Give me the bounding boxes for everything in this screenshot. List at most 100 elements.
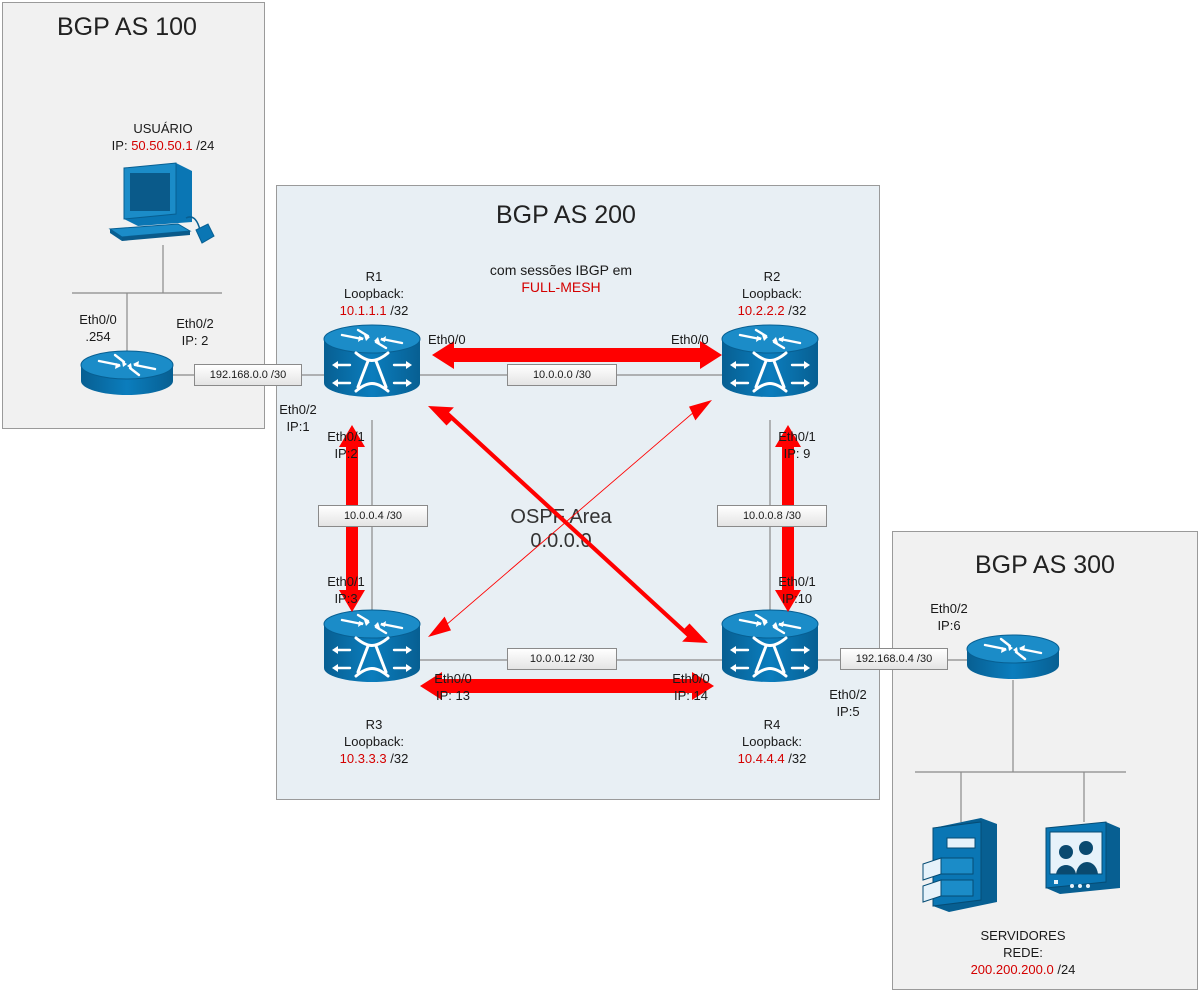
- r4-label: R4 Loopback: 10.4.4.4 /32: [738, 716, 807, 767]
- as100-eth0-0-label: Eth0/0: [79, 312, 117, 327]
- link-lines: [72, 245, 1126, 822]
- r1-loopback-label: Loopback:: [343, 286, 404, 301]
- r4-eth0-2-label: Eth0/2: [829, 687, 867, 702]
- network-192-168-0-4: 192.168.0.4 /30: [840, 648, 948, 670]
- r4-eth0-1-ip: IP:10: [781, 591, 813, 606]
- r2-mask: /32: [788, 303, 807, 318]
- r1-eth0-2-label: Eth0/2: [279, 402, 317, 417]
- r3-eth0-0-ip: IP: 13: [436, 688, 470, 703]
- r3-eth0-1-label: Eth0/1: [327, 574, 365, 589]
- as300-router-eth0-2: Eth0/2 IP:6: [930, 600, 968, 634]
- network-10-0-0-4: 10.0.0.4 /30: [318, 505, 428, 527]
- user-ip: 50.50.50.1: [131, 138, 193, 153]
- r4-eth0-1: Eth0/1 IP:10: [778, 573, 816, 607]
- as100-router-eth0-2: Eth0/2 IP: 2: [176, 315, 214, 349]
- r4-loopback-line: 10.4.4.4 /32: [738, 750, 807, 767]
- r1-loopback-line: 10.1.1.1 /32: [340, 302, 409, 319]
- r3-eth0-1: Eth0/1 IP:3: [327, 573, 365, 607]
- r4-eth0-1-label: Eth0/1: [778, 574, 816, 589]
- r1-eth0-1-label: Eth0/1: [327, 429, 365, 444]
- r1-name: R1: [365, 269, 383, 284]
- servers-label: SERVIDORES REDE: 200.200.200.0 /24: [971, 927, 1076, 978]
- ibgp-session-arrow-r1-r4: [428, 406, 708, 643]
- as100-title: BGP AS 100: [57, 13, 197, 41]
- servers-ip-line: 200.200.200.0 /24: [971, 961, 1076, 978]
- as100-eth0-2-label: Eth0/2: [176, 316, 214, 331]
- r1-eth0-1: Eth0/1 IP:2: [327, 428, 365, 462]
- user-label: USUÁRIO IP: 50.50.50.1 /24: [112, 120, 215, 154]
- r2-eth0-1-ip: IP: 9: [783, 446, 811, 461]
- user-ip-line: IP: 50.50.50.1 /24: [112, 137, 215, 154]
- servers-mask: /24: [1057, 962, 1076, 977]
- r1-eth0-2: Eth0/2 IP:1: [279, 401, 317, 435]
- r3-loopback-label: Loopback:: [343, 734, 404, 749]
- as300-area: [892, 531, 1198, 990]
- ospf-area-label: OSPF Area 0.0.0.0: [510, 505, 611, 553]
- ibgp-note-line2: FULL-MESH: [521, 279, 601, 295]
- r1-eth0-2-ip: IP:1: [286, 419, 310, 434]
- user-name: USUÁRIO: [133, 121, 193, 136]
- ibgp-note: com sessões IBGP em FULL-MESH: [490, 262, 632, 296]
- r1-label: R1 Loopback: 10.1.1.1 /32: [340, 268, 409, 319]
- r4-eth0-0-ip: IP: 14: [674, 688, 708, 703]
- r4-mask: /32: [788, 751, 807, 766]
- r2-loopback-line: 10.2.2.2 /32: [738, 302, 807, 319]
- as300-title: BGP AS 300: [975, 551, 1115, 579]
- network-192-168-0-0: 192.168.0.0 /30: [194, 364, 302, 386]
- r4-eth0-0-label: Eth0/0: [672, 671, 710, 686]
- as200-title: BGP AS 200: [496, 201, 636, 229]
- ospf-area-line2: 0.0.0.0: [530, 530, 592, 552]
- r1-eth0-1-ip: IP:2: [334, 446, 358, 461]
- r1-mask: /32: [390, 303, 409, 318]
- r3-name: R3: [365, 717, 383, 732]
- r3-eth0-0: Eth0/0 IP: 13: [434, 670, 472, 704]
- r2-eth0-0-label: Eth0/0: [671, 332, 709, 347]
- r3-loopback-line: 10.3.3.3 /32: [340, 750, 409, 767]
- ibgp-session-arrow-r1-r2: [432, 341, 722, 369]
- r3-eth0-0-label: Eth0/0: [434, 671, 472, 686]
- r3-loopback-ip: 10.3.3.3: [339, 751, 387, 766]
- r4-router-icon: [720, 608, 820, 684]
- r4-eth0-0: Eth0/0 IP: 14: [672, 670, 710, 704]
- network-10-0-0-12: 10.0.0.12 /30: [507, 648, 617, 670]
- r1-router-icon: [322, 323, 422, 399]
- as300-eth0-2-label: Eth0/2: [930, 601, 968, 616]
- as100-eth0-2-ip: IP: 2: [181, 333, 209, 348]
- file-server-icon: [922, 818, 997, 912]
- ibgp-session-arrow-r3-r4: [420, 672, 714, 700]
- r3-eth0-1-ip: IP:3: [334, 591, 358, 606]
- network-10-0-0-8: 10.0.0.8 /30: [717, 505, 827, 527]
- r3-router-icon: [322, 608, 422, 684]
- r4-loopback-ip: 10.4.4.4: [737, 751, 785, 766]
- user-mask: /24: [196, 138, 215, 153]
- as100-router-eth0-0: Eth0/0 .254: [79, 311, 117, 345]
- r4-eth0-2-ip: IP:5: [836, 704, 860, 719]
- r4-name: R4: [763, 717, 781, 732]
- r4-loopback-label: Loopback:: [741, 734, 802, 749]
- as100-router-icon: [79, 349, 175, 397]
- servers-ip: 200.200.200.0: [970, 962, 1054, 977]
- r2-eth0-1-label: Eth0/1: [778, 429, 816, 444]
- media-server-icon: [1045, 821, 1120, 894]
- as300-router-icon: [965, 633, 1061, 681]
- user-ip-prefix: IP:: [111, 138, 128, 153]
- ibgp-note-line1: com sessões IBGP em: [489, 262, 633, 278]
- r2-router-icon: [720, 323, 820, 399]
- r3-mask: /32: [390, 751, 409, 766]
- ibgp-session-arrow-r2-r3: [428, 400, 712, 637]
- r2-loopback-ip: 10.2.2.2: [737, 303, 785, 318]
- workstation-icon: [108, 162, 215, 244]
- r2-eth0-1: Eth0/1 IP: 9: [778, 428, 816, 462]
- r1-loopback-ip: 10.1.1.1: [339, 303, 387, 318]
- r4-eth0-2: Eth0/2 IP:5: [829, 686, 867, 720]
- r2-label: R2 Loopback: 10.2.2.2 /32: [738, 268, 807, 319]
- r1-eth0-0-label: Eth0/0: [428, 332, 466, 347]
- as200-area: [276, 185, 880, 800]
- servers-line1: SERVIDORES: [980, 928, 1066, 943]
- r2-name: R2: [763, 269, 781, 284]
- network-10-0-0-0: 10.0.0.0 /30: [507, 364, 617, 386]
- servers-line2: REDE:: [1003, 945, 1043, 960]
- as100-eth0-0-ip: .254: [85, 329, 111, 344]
- r3-label: R3 Loopback: 10.3.3.3 /32: [340, 716, 409, 767]
- as300-eth0-2-ip: IP:6: [937, 618, 961, 633]
